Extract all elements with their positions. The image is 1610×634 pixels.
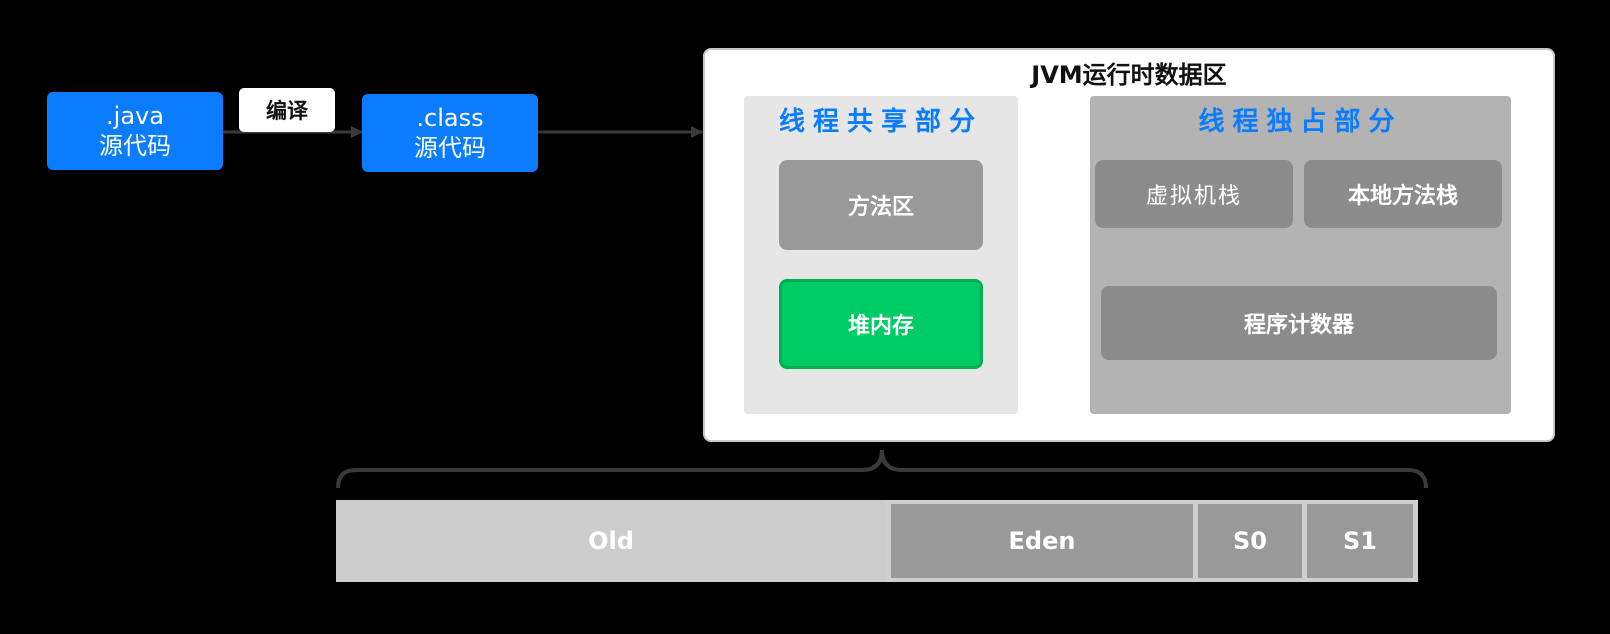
- thread-private-title-text: 线程独占部分: [1198, 106, 1403, 137]
- heap-brace: [336, 449, 1428, 489]
- heap-old-label: Old: [588, 527, 634, 555]
- heap-memory: 堆内存: [779, 279, 983, 369]
- program-counter: 程序计数器: [1101, 286, 1497, 360]
- heap-s0-label: S0: [1233, 527, 1267, 555]
- heap-survivor-s1: S1: [1307, 504, 1413, 578]
- heap-memory-label: 堆内存: [847, 314, 914, 339]
- thread-shared-title: 线程共享部分: [744, 98, 1018, 140]
- native-method-stack-label: 本地方法栈: [1347, 184, 1458, 209]
- thread-private-group: [1090, 96, 1511, 414]
- compile-label-text: 编译: [266, 99, 308, 123]
- java-source-ext: .java: [106, 102, 164, 130]
- jvm-title: JVM运行时数据区: [703, 52, 1555, 92]
- compile-label: 编译: [239, 88, 335, 132]
- class-source-box: .class 源代码: [362, 94, 538, 172]
- method-area: 方法区: [779, 160, 983, 250]
- jvm-title-text: JVM运行时数据区: [1031, 60, 1227, 89]
- heap-eden: Eden: [891, 504, 1193, 578]
- heap-eden-label: Eden: [1008, 527, 1076, 555]
- java-source-label: 源代码: [99, 132, 171, 160]
- heap-survivor-s0: S0: [1198, 504, 1302, 578]
- class-source-ext: .class: [416, 104, 484, 132]
- heap-old-generation: Old: [336, 500, 886, 582]
- program-counter-label: 程序计数器: [1243, 313, 1354, 338]
- thread-private-title: 线程独占部分: [1090, 98, 1511, 140]
- java-source-box: .java 源代码: [47, 92, 223, 170]
- native-method-stack: 本地方法栈: [1304, 160, 1502, 228]
- vm-stack-label: 虚拟机栈: [1145, 184, 1242, 209]
- vm-stack: 虚拟机栈: [1095, 160, 1293, 228]
- thread-shared-title-text: 线程共享部分: [778, 106, 983, 137]
- method-area-label: 方法区: [847, 195, 914, 220]
- class-source-label: 源代码: [414, 134, 486, 162]
- heap-s1-label: S1: [1343, 527, 1377, 555]
